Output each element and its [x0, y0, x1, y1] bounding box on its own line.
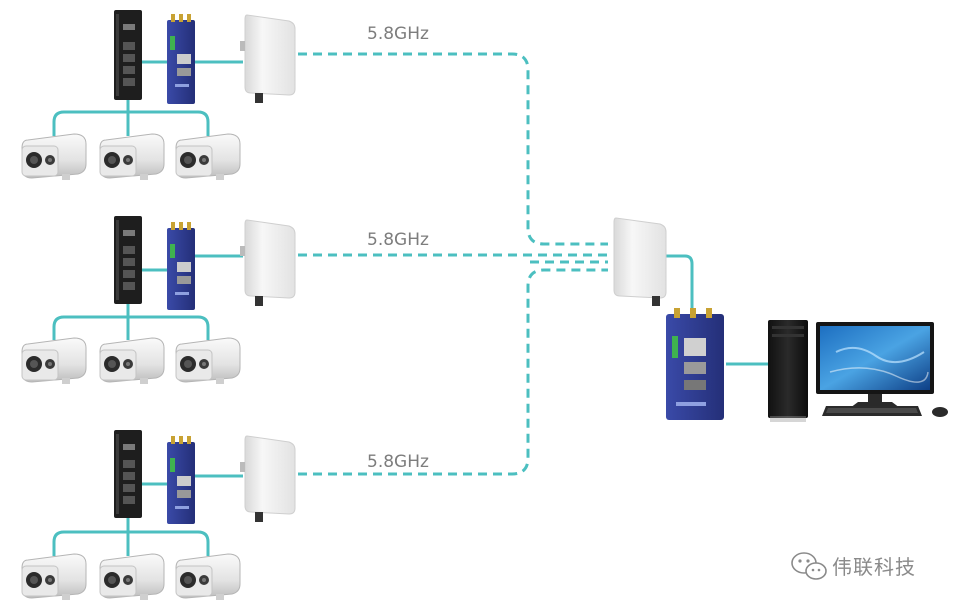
camera-layer: [21, 133, 241, 600]
router-icon: [666, 308, 724, 420]
link-3-frequency-label: 5.8GHz: [367, 452, 429, 472]
wechat-icon: [791, 552, 827, 580]
antenna-icon: [240, 219, 296, 306]
camera-icon: [21, 133, 87, 180]
camera-icon: [175, 133, 241, 180]
link-2-frequency-label: 5.8GHz: [367, 230, 429, 250]
camera-icon: [175, 337, 241, 384]
camera-icon: [21, 553, 87, 600]
router-icon: [167, 222, 195, 310]
wireless-link-1: [298, 52, 608, 246]
router-icon: [167, 14, 195, 104]
camera-icon: [99, 133, 165, 180]
switch-icon: [114, 10, 142, 100]
pc-tower-icon: [768, 320, 808, 422]
camera-icon: [99, 553, 165, 600]
wireless-links: [298, 52, 608, 476]
switch-icon: [114, 216, 142, 304]
ethernet-cables: [52, 60, 768, 556]
wireless-link-3: [298, 268, 608, 476]
link-1-frequency-label: 5.8GHz: [367, 24, 429, 44]
antenna-icon: [240, 435, 296, 522]
keyboard-icon: [822, 406, 922, 416]
watermark: 伟联科技: [790, 549, 916, 581]
camera-icon: [175, 553, 241, 600]
camera-icon: [21, 337, 87, 384]
switch-icon: [114, 430, 142, 518]
camera-icon: [99, 337, 165, 384]
monitor-icon: [816, 322, 934, 408]
antenna-icon: [613, 217, 667, 306]
antenna-icon: [240, 14, 296, 103]
watermark-text: 伟联科技: [832, 554, 916, 579]
router-icon: [167, 436, 195, 524]
mouse-icon: [932, 407, 948, 417]
